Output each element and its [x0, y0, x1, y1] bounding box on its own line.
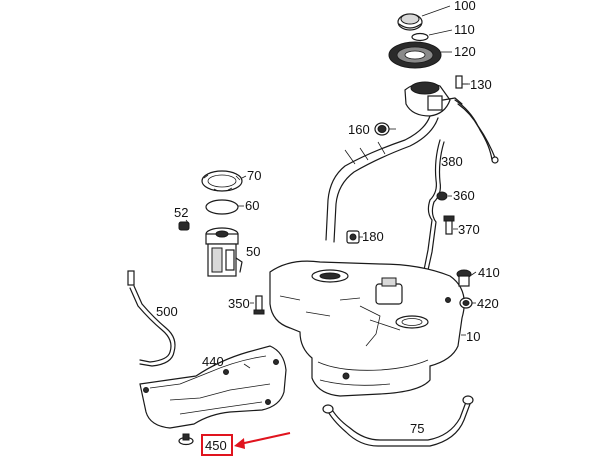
part-52-sensor [178, 221, 190, 231]
part-110-seal [411, 29, 453, 42]
label-440: 440 [202, 354, 224, 369]
part-75-tank-strap [322, 395, 474, 447]
label-50: 50 [246, 244, 260, 259]
part-350-bolt [253, 295, 265, 315]
part-60-o-ring [205, 199, 239, 215]
label-70: 70 [247, 168, 261, 183]
label-100: 100 [454, 0, 476, 13]
label-410: 410 [478, 265, 500, 280]
part-70-lock-ring [201, 170, 243, 192]
part-120-lock-ring [388, 41, 452, 69]
label-450: 450 [205, 438, 227, 453]
part-410-valve [456, 269, 472, 287]
label-75: 75 [410, 421, 424, 436]
label-160: 160 [348, 122, 370, 137]
leader-lines [185, 83, 477, 369]
label-110: 110 [454, 22, 475, 37]
label-60: 60 [245, 198, 259, 213]
part-360-clip [436, 191, 448, 201]
label-350: 350 [228, 296, 250, 311]
part-10-fuel-tank [269, 260, 465, 397]
label-370: 370 [458, 222, 480, 237]
highlight-arrow [234, 432, 291, 449]
label-120: 120 [454, 44, 476, 59]
label-52: 52 [174, 205, 188, 220]
label-10: 10 [466, 329, 480, 344]
part-160-grommet [374, 122, 390, 136]
part-450-fastener [178, 433, 194, 446]
label-380: 380 [441, 154, 463, 169]
filler-neck-assembly [325, 75, 499, 243]
part-180-connector [346, 230, 360, 244]
part-500-fuel-line [127, 270, 176, 367]
part-100-fuel-cap [397, 5, 451, 31]
tank-vent-tube [423, 199, 437, 271]
part-440-heat-shield [139, 345, 287, 429]
part-420-grommet [459, 297, 473, 309]
label-180: 180 [362, 229, 384, 244]
label-130: 130 [470, 77, 492, 92]
part-50-fuel-pump-module [205, 227, 243, 277]
label-420: 420 [477, 296, 499, 311]
highlight-box [201, 434, 233, 456]
label-360: 360 [453, 188, 475, 203]
label-500: 500 [156, 304, 178, 319]
part-370-bolt [443, 215, 455, 235]
